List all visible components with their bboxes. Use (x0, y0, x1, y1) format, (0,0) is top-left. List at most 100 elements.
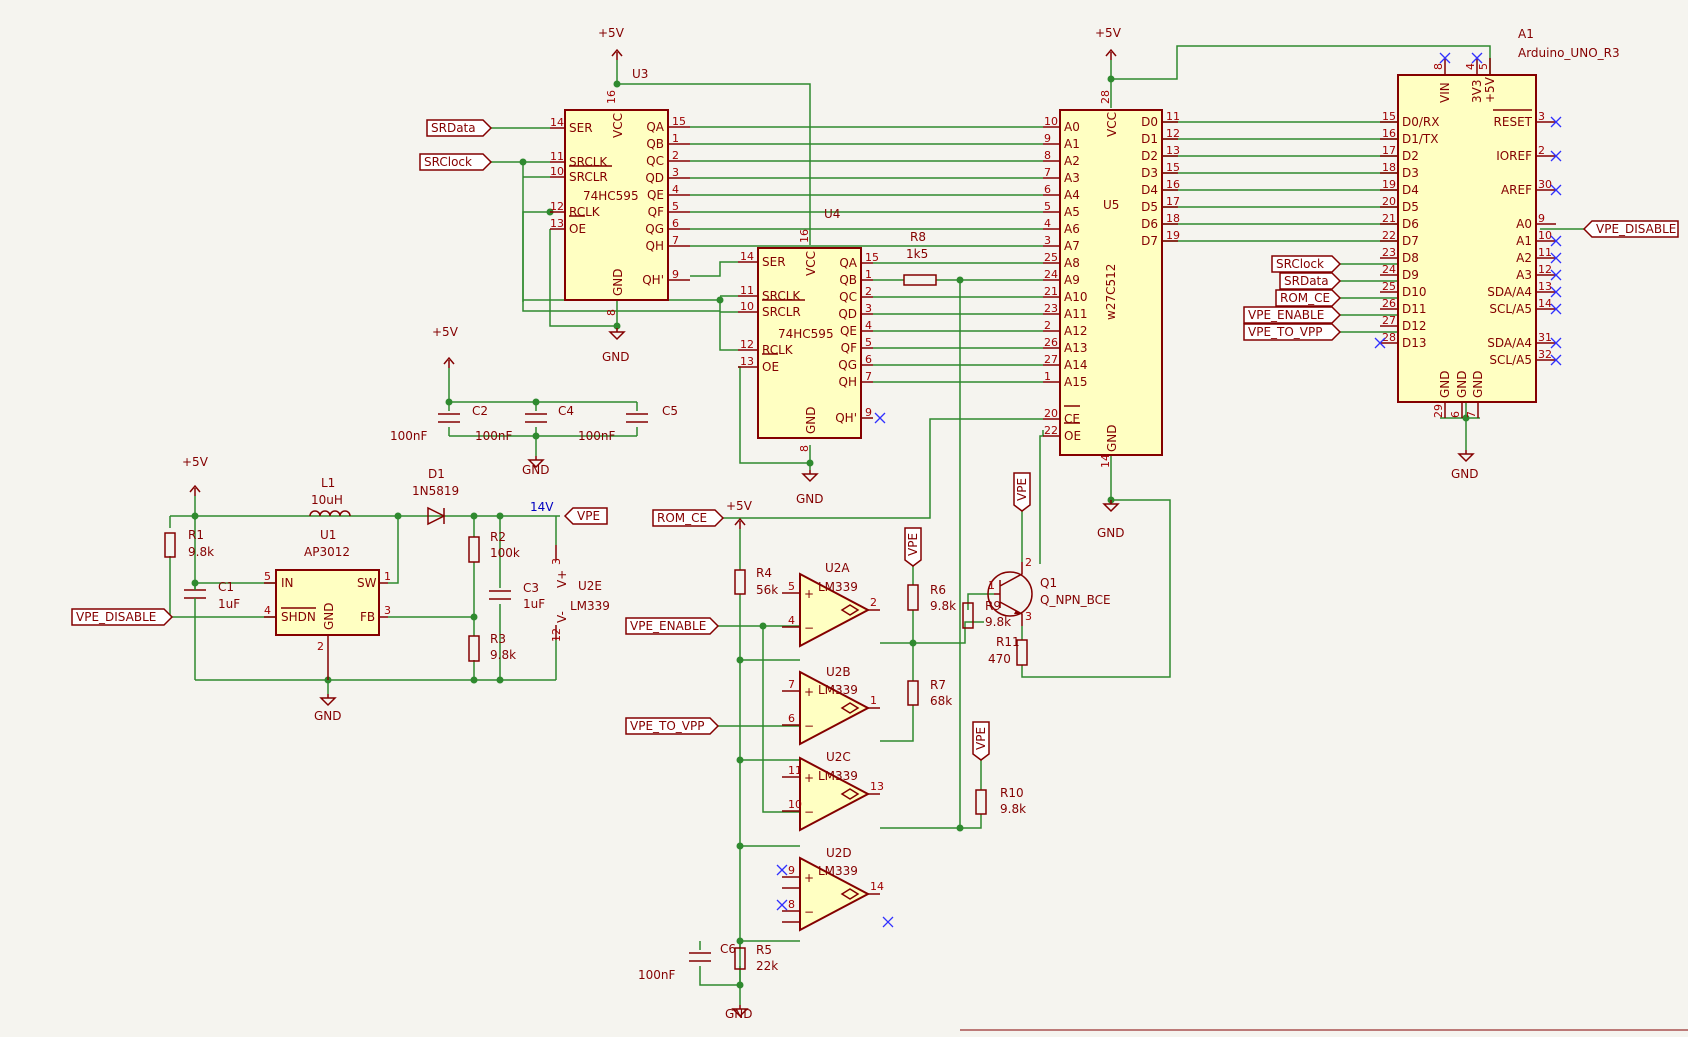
u5-pin-a12: A12 (1064, 324, 1087, 338)
u4-pin-num-1: 1 (865, 268, 872, 281)
label-vpe-r10[interactable]: VPE (972, 721, 990, 761)
comparators[interactable]: +−542+−761+−111013+−9814U2ALM339U2BLM339… (782, 561, 884, 932)
ic-u4-74hc595[interactable]: U4 74HC595 SER14SRCLK11SRCLR10RCLK12OE13… (738, 207, 879, 452)
a1-pin-d11-num: 26 (1382, 297, 1396, 310)
label-vpe-r6[interactable]: VPE (904, 527, 922, 567)
comparator-u2a[interactable]: +−542 (782, 572, 880, 648)
r9-body (962, 602, 974, 629)
net-14v: 14V (530, 500, 554, 514)
a1-pin-top-num-1: 4 (1464, 63, 1477, 70)
label-vpe-enable-a1[interactable]: VPE_ENABLE (1243, 306, 1342, 324)
capacitors[interactable] (184, 413, 711, 962)
label-srclock-a1[interactable]: SRClock (1271, 255, 1342, 273)
a1-pin-d3-num: 18 (1382, 161, 1396, 174)
q1-val: Q_NPN_BCE (1040, 593, 1111, 607)
label-srdata-a1[interactable]: SRData (1279, 272, 1342, 290)
u5-pin-a13: A13 (1064, 341, 1087, 355)
label-vpe-boost[interactable]: VPE (563, 507, 608, 525)
label-vpe-q1[interactable]: VPE (1013, 472, 1031, 512)
u3-pin-rclk-num: 12 (550, 200, 564, 213)
c1-val: 1uF (218, 597, 240, 611)
u5-pin-a4: A4 (1064, 188, 1080, 202)
minus-sign: − (804, 621, 814, 635)
u2d-pin-plus: 9 (788, 864, 795, 877)
comparator-label-3: LM339 (818, 683, 858, 697)
u3-pin-qe: QE (647, 188, 664, 202)
c6-ref: C6 (720, 942, 736, 956)
u1-pin-fb: FB (360, 610, 375, 624)
label-vpe-disable-u1[interactable]: VPE_DISABLE (71, 608, 174, 626)
label-srclock-u3[interactable]: SRClock (419, 153, 493, 171)
r8-val: 1k5 (906, 247, 928, 261)
label-vpe-to-vpp-comp[interactable]: VPE_TO_VPP (625, 717, 720, 735)
u2d-pin-minus: 8 (788, 898, 795, 911)
label-vpe-r6-text: VPE (906, 533, 920, 556)
u5-pin-a12-num: 2 (1044, 319, 1051, 332)
u2e-vminus: V- (555, 611, 569, 623)
label-rom-ce-a1-text: ROM_CE (1280, 291, 1330, 305)
u3-pin-ser: SER (569, 121, 593, 135)
a1-pin-bottom-num-1: 6 (1449, 411, 1462, 418)
label-srdata-u3[interactable]: SRData (426, 119, 493, 137)
u5-pin-ce: CE (1064, 412, 1080, 426)
label-vpe-to-vpp-a1[interactable]: VPE_TO_VPP (1243, 323, 1342, 341)
c2-ref: C2 (472, 404, 488, 418)
ic-u3-74hc595[interactable]: U3 74HC595 SER14SRCLK11SRCLR10RCLK12OE13… (550, 67, 690, 316)
u5-pin-a2: A2 (1064, 154, 1080, 168)
a1-pin-top-2: +5V (1483, 76, 1497, 103)
u2b-pin-minus: 6 (788, 712, 795, 725)
inductor-l1[interactable] (309, 510, 351, 517)
resistors[interactable] (164, 274, 1028, 970)
label-vpe-disable-a1[interactable]: VPE_DISABLE (1582, 220, 1679, 238)
u5-pin-d2-num: 13 (1166, 144, 1180, 157)
a1-pin-top-num-2: 5 (1477, 63, 1490, 70)
u5-pin-d0-num: 11 (1166, 110, 1180, 123)
u5-pin-d1-num: 12 (1166, 127, 1180, 140)
vcc-symbol-0: +5V (598, 26, 625, 40)
transistor-q1[interactable]: 1 2 3 (987, 556, 1033, 626)
u3-pin-qh: QH (646, 239, 664, 253)
label-srdata-u3-text: SRData (431, 121, 476, 135)
u5-pin-d7-num: 19 (1166, 229, 1180, 242)
u4-gnd-label: GND (804, 406, 818, 434)
ic-u5-eeprom[interactable]: U5 w27C512 A010A19A28A37A46A55A64A73A825… (1043, 90, 1180, 468)
u4-pin-num-label-2: QC (839, 290, 857, 304)
comparator-u2b[interactable]: +−761 (782, 670, 880, 746)
a1-pin-r-num-9: 31 (1538, 331, 1552, 344)
label-vpe-enable-comp[interactable]: VPE_ENABLE (625, 617, 720, 635)
comparator-label-2: U2B (826, 665, 851, 679)
r1-val: 9.8k (188, 545, 214, 559)
u5-ref: U5 (1103, 198, 1119, 212)
u5-pin-ce-num: 20 (1044, 407, 1058, 420)
c2-plates (438, 413, 460, 423)
u4-pin-oe-num: 13 (740, 355, 754, 368)
label-rom-ce[interactable]: ROM_CE (652, 509, 725, 527)
gnd-symbol-4: GND (725, 1007, 753, 1021)
u1-pin-shdn: SHDN (281, 610, 316, 624)
a1-pin-top-0: VIN (1438, 82, 1452, 103)
a1-pin-bottom-1: GND (1455, 370, 1469, 398)
u1-pin-fb-num: 3 (384, 604, 391, 617)
diode-d1[interactable] (427, 506, 446, 526)
ic-a1-arduino[interactable]: A1 Arduino_UNO_R3 D0/RX15D1/TX16D217D318… (1380, 27, 1620, 418)
u4-value: 74HC595 (778, 327, 834, 341)
minus-sign: − (804, 719, 814, 733)
a1-pin-r-1: IOREF (1496, 149, 1532, 163)
u5-pin-a0: A0 (1064, 120, 1080, 134)
a1-pin-d7: D7 (1402, 234, 1419, 248)
label-rom-ce-a1[interactable]: ROM_CE (1275, 289, 1342, 307)
u5-pin-a5-num: 5 (1044, 200, 1051, 213)
u3-pin-srclr: SRCLR (569, 170, 608, 184)
r3-body (468, 635, 480, 662)
a1-pin-r-9: SDA/A4 (1487, 336, 1532, 350)
u2c-pin-minus: 10 (788, 798, 802, 811)
label-vpe-q1-text: VPE (1015, 478, 1029, 501)
u4-vcc-pin: 16 (798, 229, 811, 243)
ic-u1-ap3012[interactable]: U1 AP3012 IN 5 SHDN 4 SW 1 FB 3 GND 2 (264, 528, 391, 680)
a1-pin-r-num-2: 30 (1538, 178, 1552, 191)
a1-pin-r-num-6: 12 (1538, 263, 1552, 276)
